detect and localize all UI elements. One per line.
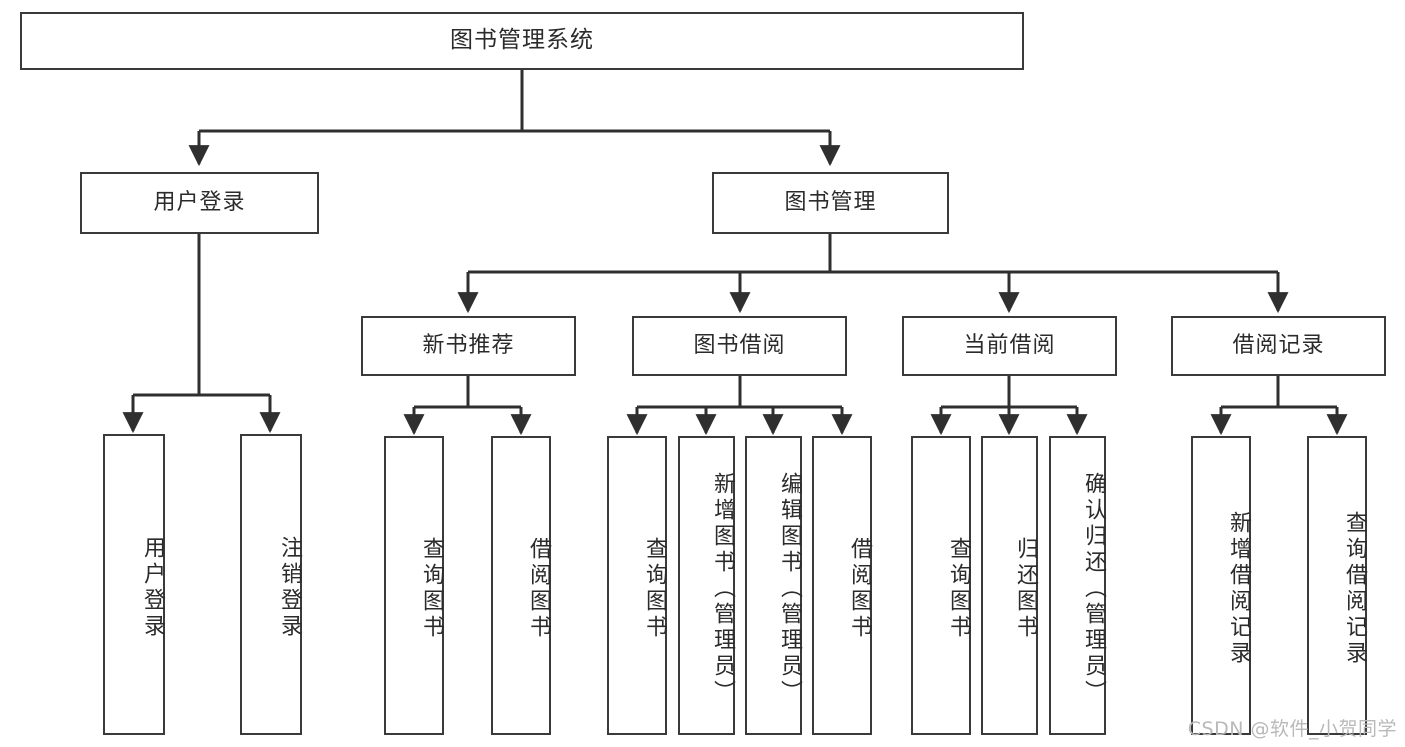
node-label: 查询借阅记录 [1342, 510, 1367, 667]
node-label: 借阅图书 [526, 536, 551, 641]
leaf-query-borrow-record[interactable]: 查询借阅记录 [1307, 436, 1367, 735]
node-label: 归还图书 [1013, 536, 1038, 641]
node-label: 借阅图书 [847, 536, 872, 641]
node-book-borrow[interactable]: 图书借阅 [632, 316, 847, 376]
node-label: 图书管理 [784, 189, 877, 215]
node-user-login[interactable]: 用户登录 [80, 172, 319, 234]
node-label: 用户登录 [140, 535, 165, 640]
node-label: 新增借阅记录 [1226, 510, 1251, 667]
leaf-logout[interactable]: 注销登录 [240, 434, 302, 735]
node-label: 查询图书 [642, 536, 667, 641]
node-book-manage[interactable]: 图书管理 [712, 172, 949, 234]
leaf-add-borrow-record[interactable]: 新增借阅记录 [1191, 436, 1251, 735]
leaf-user-login[interactable]: 用户登录 [103, 434, 165, 735]
node-label: 确认归还（管理员） [1081, 471, 1106, 706]
watermark-text: CSDN @软件_小贺同学 [1187, 718, 1397, 740]
node-label: 图书管理系统 [450, 27, 594, 54]
node-label: 借阅记录 [1232, 332, 1325, 358]
node-label: 注销登录 [277, 535, 302, 640]
node-label: 用户登录 [153, 189, 246, 215]
leaf-edit-book-admin[interactable]: 编辑图书（管理员） [745, 436, 802, 735]
node-label: 查询图书 [946, 536, 971, 641]
node-label: 查询图书 [419, 536, 444, 641]
node-new-book-recommend[interactable]: 新书推荐 [361, 316, 576, 376]
node-label: 新书推荐 [422, 332, 515, 358]
leaf-query-book-current[interactable]: 查询图书 [911, 436, 971, 735]
leaf-borrow-book-borrow[interactable]: 借阅图书 [812, 436, 872, 735]
node-label: 新增图书（管理员） [710, 471, 735, 706]
node-label: 图书借阅 [693, 332, 786, 358]
node-borrow-record[interactable]: 借阅记录 [1171, 316, 1386, 376]
node-current-borrow[interactable]: 当前借阅 [902, 316, 1117, 376]
leaf-add-book-admin[interactable]: 新增图书（管理员） [678, 436, 735, 735]
leaf-query-book-borrow[interactable]: 查询图书 [607, 436, 667, 735]
leaf-query-book-recommend[interactable]: 查询图书 [384, 436, 444, 735]
node-label: 编辑图书（管理员） [777, 471, 802, 706]
node-root-system[interactable]: 图书管理系统 [20, 12, 1024, 70]
leaf-return-book[interactable]: 归还图书 [981, 436, 1038, 735]
node-label: 当前借阅 [963, 332, 1056, 358]
leaf-borrow-book-recommend[interactable]: 借阅图书 [491, 436, 551, 735]
leaf-confirm-return-admin[interactable]: 确认归还（管理员） [1049, 436, 1106, 735]
